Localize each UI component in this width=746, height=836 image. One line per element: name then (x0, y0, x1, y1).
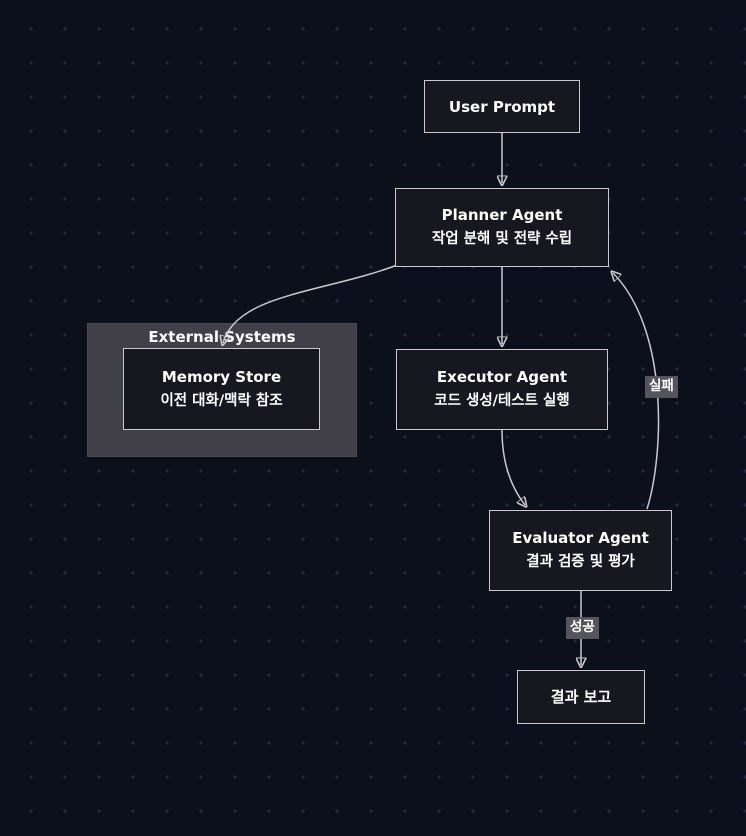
edge-executor-evaluator (501, 429, 525, 505)
node-user-prompt: User Prompt (424, 80, 580, 133)
node-evaluator-agent: Evaluator Agent 결과 검증 및 평가 (489, 510, 672, 591)
node-executor-title: Executor Agent (436, 368, 568, 387)
node-report: 결과 보고 (517, 670, 645, 724)
node-report-label: 결과 보고 (550, 688, 612, 706)
edge-label-fail: 실패 (645, 376, 678, 398)
subgraph-title: External Systems (148, 328, 296, 346)
node-memory-title: Memory Store (161, 367, 282, 386)
node-planner-title: Planner Agent (441, 206, 563, 225)
node-planner-subtitle: 작업 분해 및 전략 수립 (431, 231, 573, 248)
node-user-prompt-label: User Prompt (448, 97, 556, 116)
node-executor-subtitle: 코드 생성/테스트 실행 (434, 393, 570, 410)
node-memory-store: Memory Store 이전 대화/맥락 참조 (123, 348, 320, 430)
node-evaluator-subtitle: 결과 검증 및 평가 (526, 554, 635, 571)
node-executor-agent: Executor Agent 코드 생성/테스트 실행 (396, 349, 608, 430)
node-evaluator-title: Evaluator Agent (512, 529, 649, 548)
node-memory-subtitle: 이전 대화/맥락 참조 (160, 392, 283, 409)
node-planner-agent: Planner Agent 작업 분해 및 전략 수립 (395, 188, 609, 267)
edge-label-success: 성공 (566, 617, 599, 639)
